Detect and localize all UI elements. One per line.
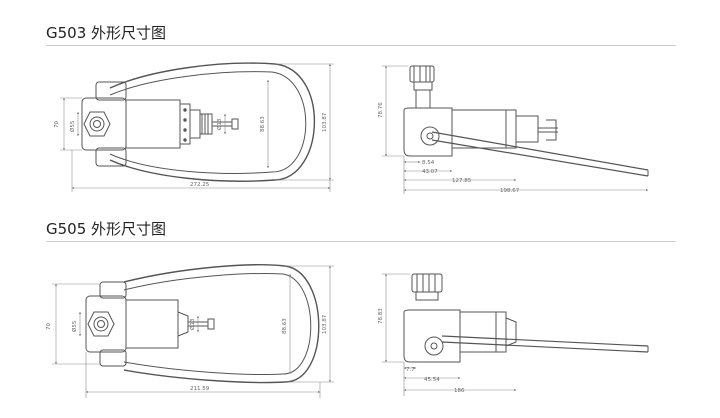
dim-side-d4: 198.67 <box>500 188 520 194</box>
section-divider <box>46 45 676 46</box>
dim-loop-outer: 103.87 <box>322 112 328 132</box>
dim-loop-inner: 88.63 <box>260 116 266 132</box>
dim-nut-diameter: Ø55 <box>69 120 76 132</box>
dim-overall-width: 211.59 <box>190 386 210 392</box>
g503-side-view <box>403 65 649 177</box>
g503-front-dimensions <box>60 63 334 192</box>
dim-overall-width: 272.25 <box>190 182 210 188</box>
g505-front-dimensions <box>52 265 334 398</box>
g505-side-view <box>403 273 649 363</box>
dim-side-d2: 43.07 <box>422 169 438 175</box>
dim-side-d2: 45.54 <box>424 377 440 383</box>
dim-side-d1: 7.7 <box>406 367 415 373</box>
dim-side-d3: 186 <box>454 388 465 394</box>
dim-loop-inner: 88.63 <box>282 318 288 334</box>
dim-loop-outer: 103.87 <box>322 314 328 334</box>
g503-front-view <box>81 62 316 182</box>
dim-side-height: 78.76 <box>378 102 384 118</box>
dim-pin-diameter: Ø13 <box>189 318 196 330</box>
dim-side-d3: 127.85 <box>452 178 472 184</box>
dim-nut-diameter: Ø55 <box>71 320 78 332</box>
dim-side-d1: 8.54 <box>422 160 435 166</box>
dim-height: 70 <box>54 121 60 128</box>
g503-side-dimensions <box>382 65 649 194</box>
dim-pin-diameter: Ø13 <box>216 118 223 130</box>
section-divider <box>46 241 676 242</box>
section-title-g505: G505 外形尺寸图 <box>46 220 167 238</box>
section-title-g503: G503 外形尺寸图 <box>46 24 167 42</box>
g505-front-view <box>85 264 320 384</box>
dim-side-height: 78.83 <box>378 308 384 324</box>
dim-height: 70 <box>46 323 52 330</box>
g505-side-dimensions <box>382 273 517 396</box>
